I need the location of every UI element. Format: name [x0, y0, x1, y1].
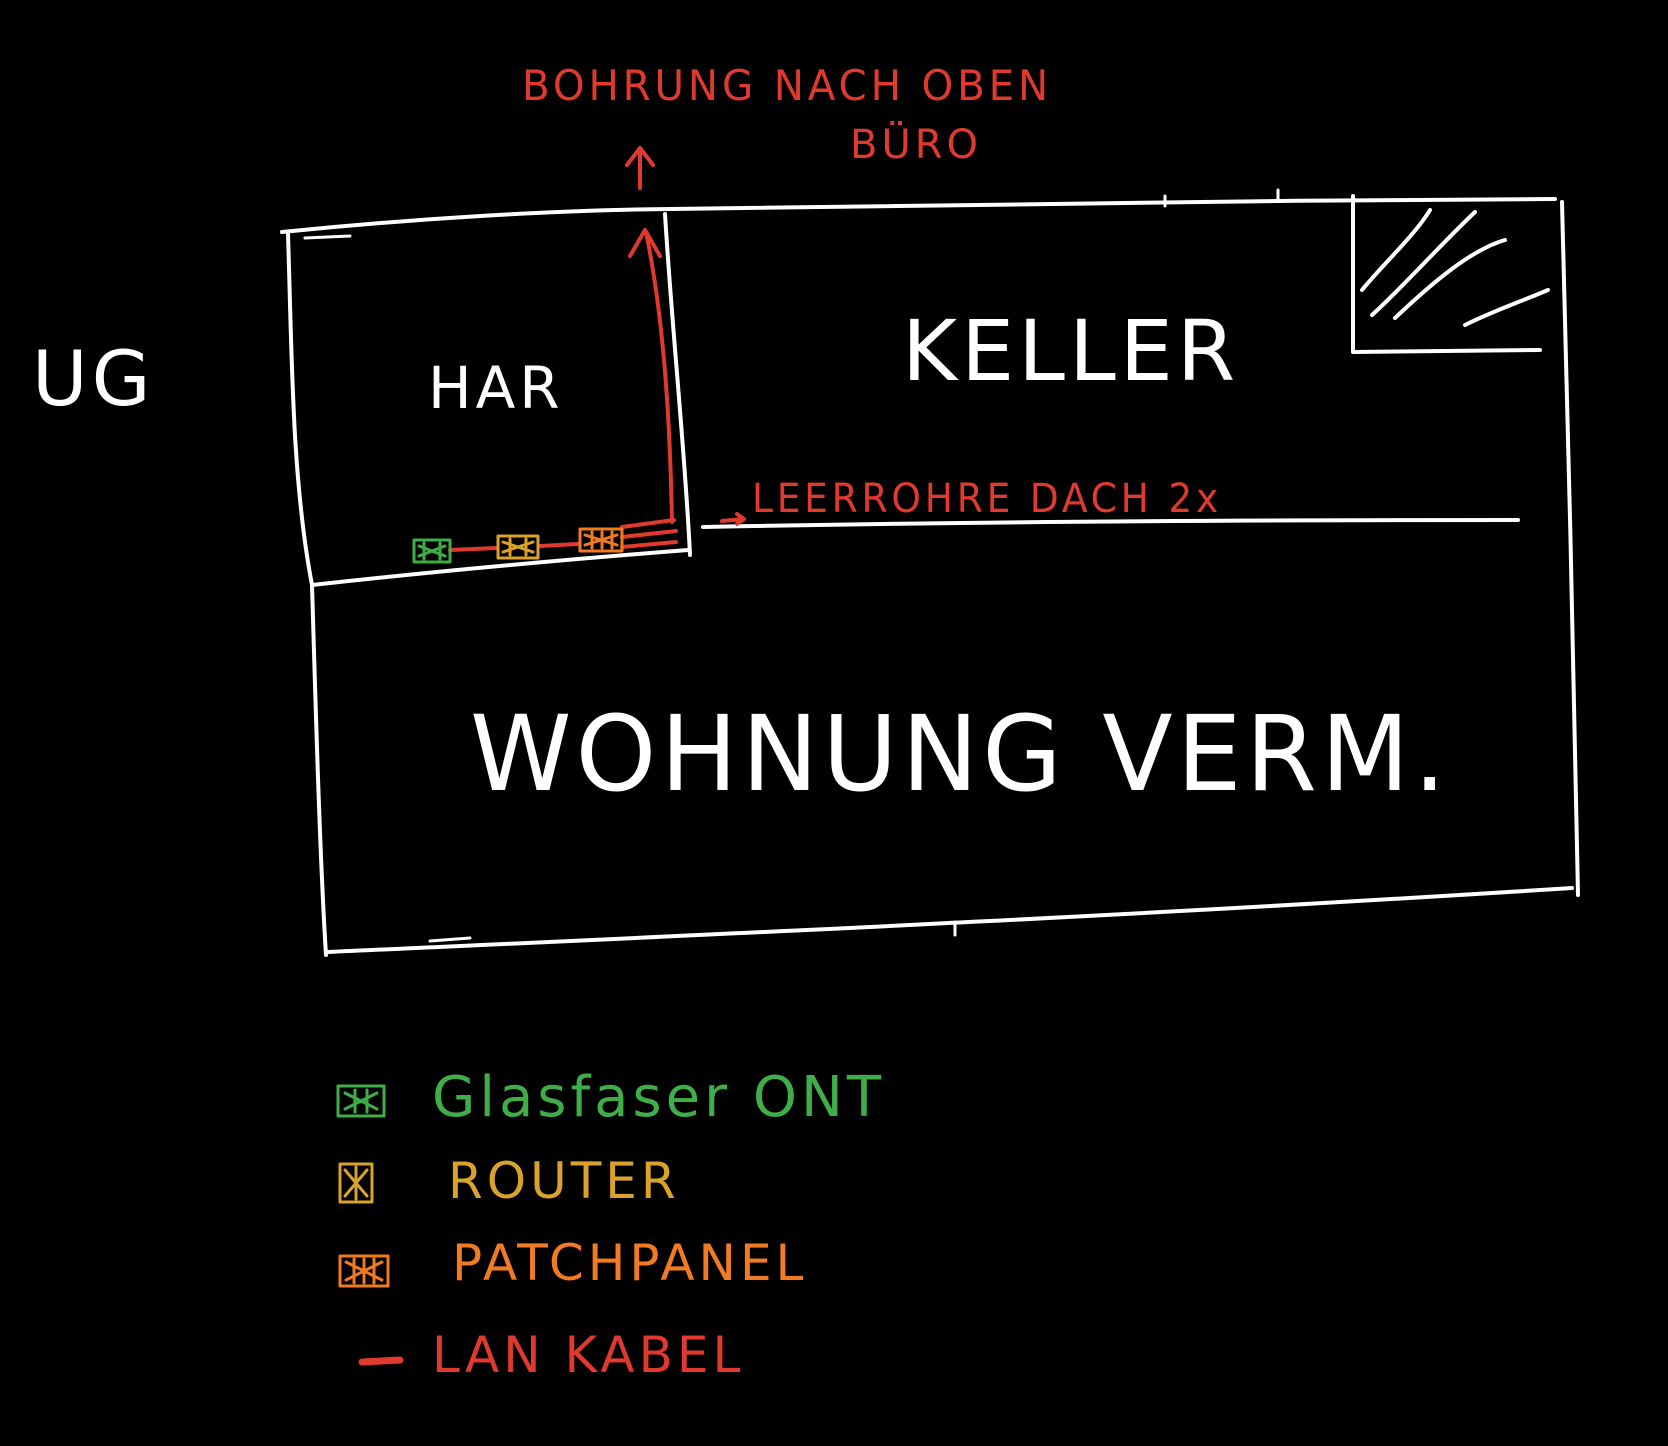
- outer-wall-left-lower: [310, 583, 328, 957]
- riser-arrow-icon: [628, 228, 662, 258]
- wall-keller-bottom: [701, 518, 1520, 529]
- legend-item-router: ROUTER: [338, 1152, 680, 1210]
- router-device-icon: [496, 534, 540, 560]
- lan-cable-ont-router: [448, 546, 498, 552]
- stair-box: [1351, 194, 1542, 354]
- leerrohre-arrow-icon: [720, 512, 746, 526]
- floor-label: UG: [32, 334, 155, 423]
- lan-cables: [448, 146, 746, 552]
- legend-label-ont: Glasfaser ONT: [432, 1065, 885, 1130]
- ont-icon: [336, 1084, 386, 1118]
- outer-wall-right: [1560, 200, 1580, 897]
- room-label-keller: KELLER: [902, 302, 1239, 400]
- lan-cable-router-patchpanel: [538, 542, 580, 548]
- legend-label-router: ROUTER: [448, 1152, 680, 1210]
- ont-device-icon: [412, 538, 452, 564]
- legend-item-lan: LAN KABEL: [358, 1326, 744, 1384]
- room-label-wohnung: WOHNUNG VERM.: [470, 693, 1450, 815]
- patchpanel-icon: [338, 1254, 390, 1288]
- wall-har-bottom: [310, 548, 690, 587]
- legend-label-patchpanel: PATCHPANEL: [452, 1234, 807, 1292]
- outer-wall-left-upper: [286, 232, 314, 587]
- drilling-arrow-icon: [625, 146, 655, 190]
- router-icon: [338, 1162, 374, 1204]
- annotation-bohrung-line1: BOHRUNG NACH OBEN: [522, 61, 1052, 110]
- lan-cable-icon: [358, 1356, 404, 1366]
- devices: [412, 527, 624, 564]
- lan-cable-riser: [644, 230, 674, 524]
- lan-cable-bundle: [620, 518, 678, 549]
- annotation-leerrohre: LEERROHRE DACH 2x: [752, 476, 1222, 522]
- legend-label-lan: LAN KABEL: [432, 1326, 744, 1384]
- annotation-bohrung-line2: BÜRO: [850, 120, 982, 168]
- walls: [280, 194, 1580, 957]
- outer-wall-bottom: [326, 886, 1574, 954]
- legend: Glasfaser ONT ROUTER PATCHPANEL LAN KABE…: [336, 1065, 885, 1384]
- room-label-har: HAR: [428, 354, 564, 422]
- patchpanel-device-icon: [578, 527, 624, 553]
- wall-har-keller: [663, 212, 692, 557]
- wall-ticks: [303, 188, 1280, 943]
- legend-item-ont: Glasfaser ONT: [336, 1065, 885, 1130]
- outer-wall-top: [280, 197, 1557, 234]
- stair-hatching: [1360, 208, 1550, 327]
- legend-item-patchpanel: PATCHPANEL: [338, 1234, 807, 1292]
